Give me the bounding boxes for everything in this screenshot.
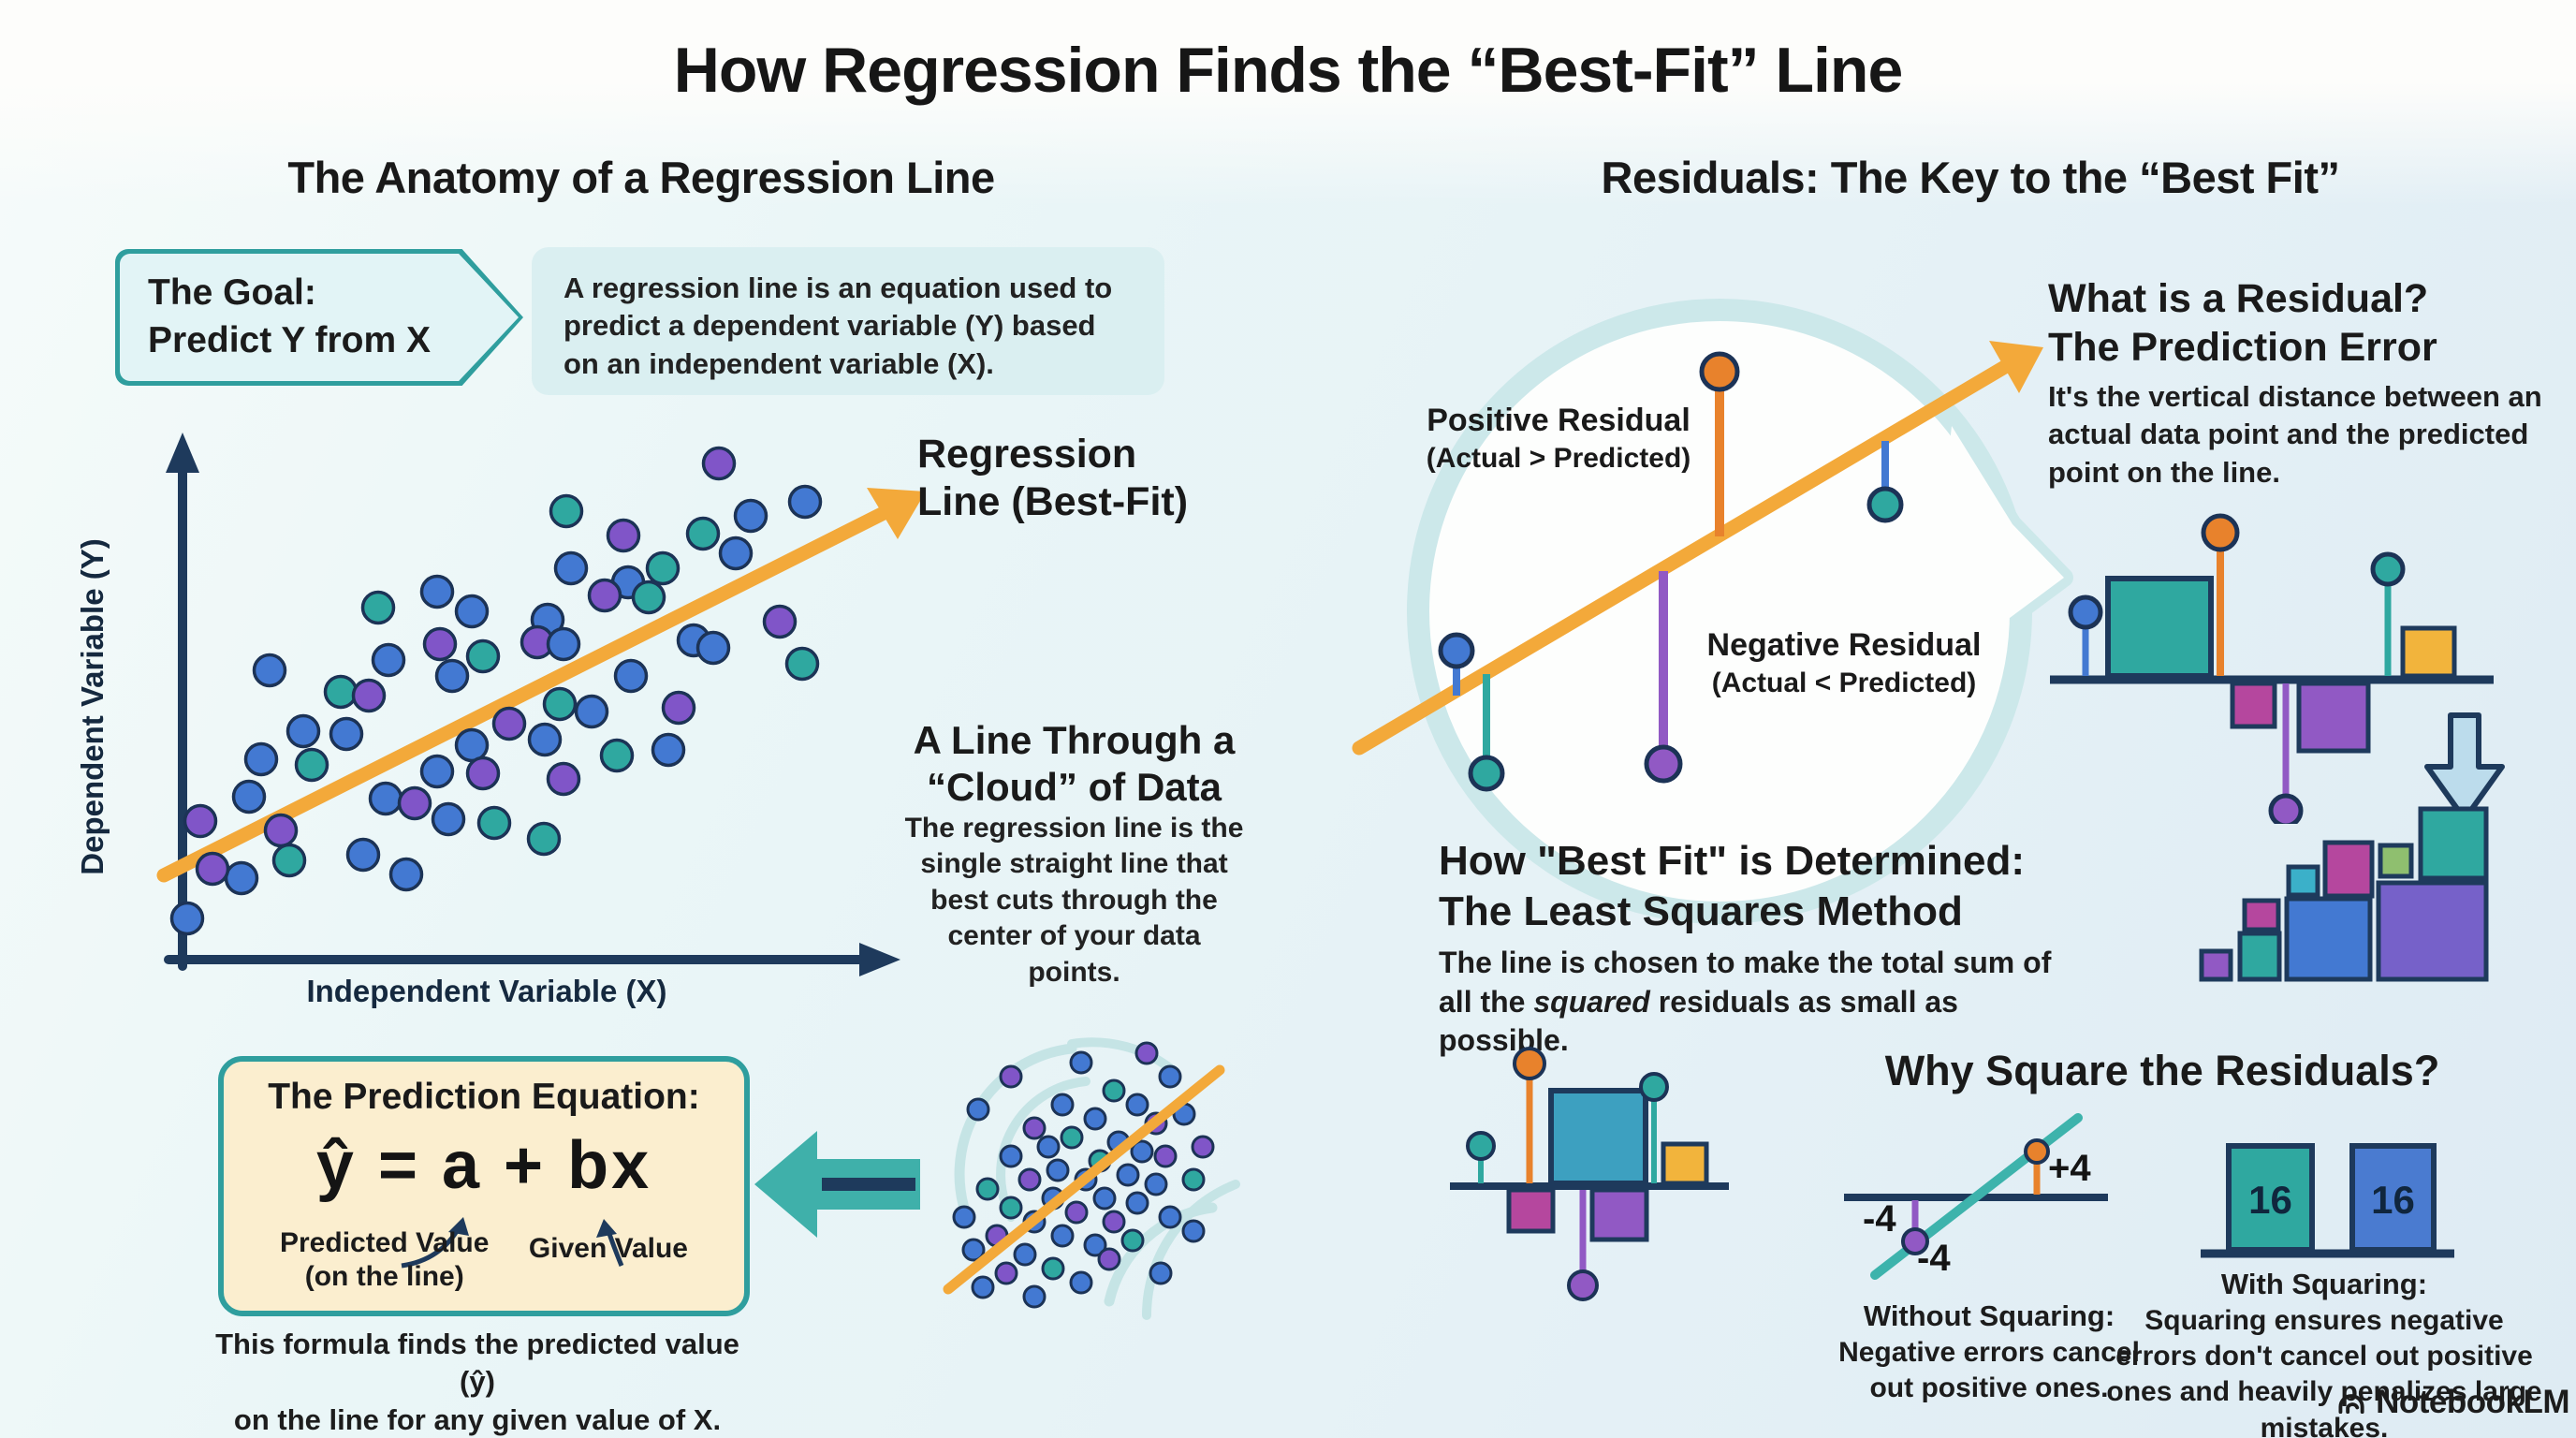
- arrow-down-icon: [2424, 712, 2505, 822]
- equation-heading: The Prediction Equation:: [268, 1077, 700, 1117]
- plus-four-label: +4: [2048, 1148, 2091, 1189]
- positive-residual-line1: Positive Residual: [1427, 403, 1690, 438]
- equation-footnote-line2: on the line for any given value of X.: [233, 1402, 722, 1436]
- equation-footnote: This formula finds the predicted value (…: [197, 1326, 758, 1438]
- mini-cloud-chart: [943, 1037, 1240, 1320]
- least-squares-line1: How "Best Fit" is Determined:: [1439, 838, 2026, 884]
- notebooklm-icon: [2338, 1394, 2364, 1415]
- minus-four-label-right: -4: [1917, 1238, 1951, 1279]
- squared-residuals-cluster: [2199, 806, 2489, 982]
- goal-title-line2: Predict Y from X: [148, 320, 432, 360]
- goal-callout-inner: The Goal: Predict Y from X: [120, 254, 519, 381]
- with-squaring-body: Squaring ensures negative errors don't c…: [2106, 1304, 2542, 1438]
- positive-residual-line2: (Actual > Predicted): [1426, 442, 1691, 474]
- equation-formula: ŷ = a + bx: [315, 1128, 652, 1203]
- goal-callout: The Goal: Predict Y from X: [115, 249, 523, 386]
- what-is-residual-line1: What is a Residual?: [2048, 276, 2429, 321]
- predicted-value-line1: Predicted Value: [280, 1227, 490, 1258]
- cloud-heading-line2: “Cloud” of Data: [927, 765, 1222, 810]
- right-section-heading: Residuals: The Key to the “Best Fit”: [1601, 153, 2340, 202]
- without-squaring-chart: [1844, 1113, 2108, 1280]
- what-is-residual-caption: It's the vertical distance between an ac…: [2048, 380, 2542, 489]
- goal-description: A regression line is an equation used to…: [532, 247, 1164, 395]
- prediction-equation-box: The Prediction Equation: ŷ = a + bx Pred…: [218, 1056, 750, 1316]
- negative-residual-label: Negative Residual (Actual < Predicted): [1685, 625, 2003, 700]
- top-background-band: [0, 0, 2576, 206]
- cloud-heading: A Line Through a “Cloud” of Data: [889, 717, 1259, 812]
- equation-annotation-arrows-icon: [401, 1217, 624, 1269]
- least-squares-line2: The Least Squares Method: [1439, 888, 1963, 934]
- residuals-bubble-diagram: [1352, 299, 2073, 924]
- residual-strip-chart: [2050, 513, 2494, 824]
- what-is-residual-line2: The Prediction Error: [2048, 324, 2437, 370]
- regression-line-label: Regression Line (Best-Fit): [917, 431, 1310, 525]
- cloud-caption: The regression line is the single straig…: [904, 813, 1244, 988]
- cloud-heading-line1: A Line Through a: [913, 718, 1236, 762]
- without-squaring-title: Without Squaring:: [1863, 1299, 2115, 1332]
- predicted-value-line2: (on the line): [304, 1261, 464, 1292]
- y-axis-label: Dependent Variable (Y): [75, 538, 110, 875]
- x-axis-label: Independent Variable (X): [306, 974, 667, 1008]
- predicted-value-label: Predicted Value (on the line): [280, 1226, 489, 1294]
- square-value-left: 16: [2248, 1178, 2292, 1222]
- left-section-heading: The Anatomy of a Regression Line: [287, 153, 995, 202]
- page-title: How Regression Finds the “Best-Fit” Line: [673, 35, 1904, 106]
- brand-name: NotebookLM: [2376, 1384, 2569, 1420]
- negative-residual-line1: Negative Residual: [1706, 627, 1982, 663]
- least-squares-caption: The line is chosen to make the total sum…: [1439, 944, 2056, 1061]
- negative-residual-line2: (Actual < Predicted): [1711, 667, 1977, 698]
- goal-title-line1: The Goal:: [148, 272, 316, 314]
- regression-line-label-line1: Regression: [917, 432, 1137, 477]
- residual-mini-chart: [1450, 1047, 1729, 1301]
- what-is-residual-heading: What is a Residual? The Prediction Error: [2048, 275, 2572, 372]
- without-squaring-body: Negative errors cancel out positive ones…: [1838, 1336, 2140, 1404]
- without-squaring-caption: Without Squaring: Negative errors cancel…: [1825, 1298, 2153, 1406]
- why-square-heading: Why Square the Residuals?: [1884, 1047, 2440, 1094]
- square-value-right: 16: [2371, 1178, 2415, 1222]
- brand-footer: NotebookLM: [2335, 1384, 2569, 1421]
- positive-residual-label: Positive Residual (Actual > Predicted): [1404, 401, 1713, 476]
- given-value-label: Given Value: [528, 1233, 688, 1264]
- least-squares-heading: How "Best Fit" is Determined: The Least …: [1439, 836, 2150, 936]
- minus-four-label-left: -4: [1863, 1198, 1896, 1240]
- arrow-left-icon: [754, 1131, 920, 1238]
- equation-footnote-line1: This formula finds the predicted value (…: [215, 1328, 739, 1399]
- with-squaring-caption: With Squaring: Squaring ensures negative…: [2104, 1266, 2544, 1438]
- regression-line-label-line2: Line (Best-Fit): [917, 478, 1189, 524]
- least-squares-caption-pre: The line is chosen to make the total sum…: [1439, 946, 2052, 1019]
- equation-labels-row: Predicted Value (on the line) Given Valu…: [224, 1226, 744, 1294]
- least-squares-caption-post: residuals as small as possible.: [1439, 984, 1958, 1058]
- with-squaring-chart: [2201, 1143, 2454, 1258]
- main-scatter-chart: [156, 433, 926, 976]
- least-squares-caption-italic: squared: [1533, 984, 1650, 1019]
- with-squaring-title: With Squaring:: [2220, 1268, 2428, 1300]
